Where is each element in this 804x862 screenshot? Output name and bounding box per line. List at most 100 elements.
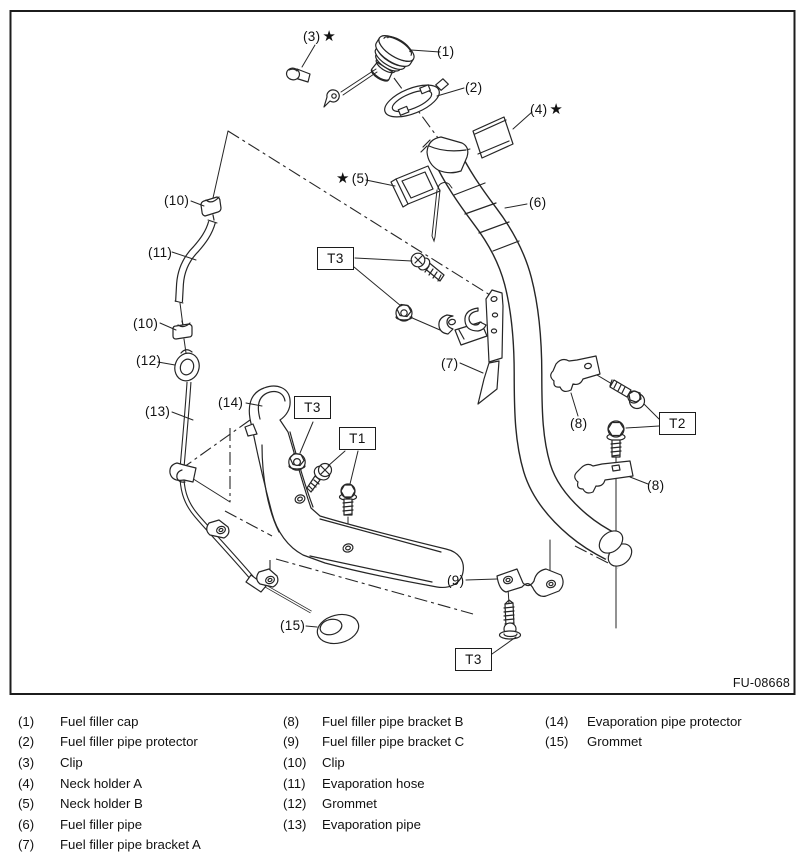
callout-8-lower-label: (8): [647, 478, 665, 493]
star-marker-5: ★: [336, 170, 350, 187]
legend-name-4: Neck holder A: [60, 775, 143, 791]
callout-2: (2): [465, 81, 482, 95]
screw-t3-bottom: [498, 599, 522, 640]
legend-num-9: (9): [283, 734, 300, 750]
fuel-filler-pipe-bracket-c: [496, 568, 564, 597]
legend-item-7: (7) Fuel filler pipe bracket A: [18, 835, 201, 856]
legend-column-2: (8)Fuel filler pipe bracket B (9) Fuel fi…: [283, 711, 464, 835]
callout-4-label: (4): [530, 102, 548, 117]
legend-name-9: Fuel filler pipe bracket C: [322, 734, 465, 750]
callout-3-label: (3): [303, 29, 321, 44]
legend-item-2: (2) Fuel filler pipe protector: [18, 732, 201, 753]
torque-tag-t2: T2: [659, 412, 696, 435]
callout-12-label: (12): [136, 353, 162, 368]
screw-t1-vertical: [338, 483, 358, 516]
legend-num-4: (4): [18, 775, 35, 791]
grommet-12: [174, 349, 200, 382]
legend-item-3: (3)Clip: [18, 752, 201, 773]
legend-name-5: Neck holder B: [60, 796, 143, 812]
exploded-view-illustration: [9, 10, 796, 695]
fuel-filler-cap: [370, 35, 415, 82]
legend-num-14: (14): [545, 713, 569, 729]
legend-num-13: (13): [283, 816, 307, 832]
legend-item-9: (9) Fuel filler pipe bracket C: [283, 732, 464, 753]
torque-tag-t3-middle: T3: [294, 396, 331, 419]
legend-name-15: Grommet: [587, 734, 642, 750]
callout-10-lower: (10): [133, 317, 158, 331]
callout-1-label: (1): [437, 44, 455, 59]
callout-6-label: (6): [529, 195, 547, 210]
legend-num-2: (2): [18, 734, 35, 750]
star-marker-4: ★: [549, 101, 564, 118]
callout-15-label: (15): [280, 618, 306, 633]
legend-num-12: (12): [283, 796, 307, 812]
legend-item-10: (10)Clip: [283, 752, 464, 773]
callout-5-label: (5): [351, 171, 370, 186]
retaining-pin: [431, 182, 453, 243]
figure-code: FU-08668: [732, 676, 790, 690]
legend-num-6: (6): [18, 816, 35, 832]
callout-7: (7): [441, 357, 458, 371]
bolt-t2-angled: [609, 379, 646, 410]
neck-holder-a: [472, 116, 514, 159]
legend-name-6: Fuel filler pipe: [60, 816, 143, 832]
flange-nut-t3-middle: [288, 452, 306, 471]
fuel-filler-pipe-bracket-a: [464, 289, 504, 405]
torque-tag-t3-upper: T3: [317, 247, 354, 270]
evaporation-pipe-protector: [244, 385, 464, 589]
torque-tag-t1: T1: [339, 427, 376, 450]
legend-item-6: (6) Fuel filler pipe: [18, 814, 201, 835]
pipe-mount-ear-upper: [206, 519, 230, 539]
clip-10-upper: [200, 196, 222, 221]
callout-8-lower: (8): [647, 479, 664, 493]
screw-t1-angled: [306, 462, 333, 493]
legend-item-12: (12) Grommet: [283, 793, 464, 814]
callout-7-label: (7): [441, 356, 459, 371]
callout-13: (13): [145, 405, 170, 419]
hook-clip-middle: [438, 314, 488, 346]
callout-2-label: (2): [465, 80, 483, 95]
callout-10-lower-label: (10): [133, 316, 159, 331]
legend-name-7: Fuel filler pipe bracket A: [60, 837, 201, 853]
pipe-hook-clamp: [169, 462, 197, 483]
legend-num-8: (8): [283, 713, 300, 729]
legend-name-12: Grommet: [322, 796, 377, 812]
legend-column-3: (14)Evaporation pipe protector (15)Gromm…: [545, 711, 742, 752]
callout-5: ★(5): [336, 170, 370, 187]
legend-name-1: Fuel filler cap: [60, 713, 139, 729]
legend-name-2: Fuel filler pipe protector: [60, 734, 198, 750]
callout-14: (14): [218, 396, 243, 410]
evaporation-pipe: [179, 381, 312, 614]
legend-name-13: Evaporation pipe: [322, 816, 421, 832]
legend-name-3: Clip: [60, 754, 83, 770]
clip-3: [285, 67, 311, 83]
cap-tether: [323, 68, 378, 108]
callout-3: (3)★: [303, 29, 336, 44]
callout-1: (1): [437, 45, 454, 59]
callout-10-upper-label: (10): [164, 193, 190, 208]
callout-9-label: (9): [447, 573, 465, 588]
diagram-border: [9, 10, 796, 695]
legend-name-11: Evaporation hose: [322, 775, 425, 791]
callout-6: (6): [529, 196, 546, 210]
torque-tag-t3-bottom: T3: [455, 648, 492, 671]
legend-item-1: (1) Fuel filler cap: [18, 711, 201, 732]
legend-item-8: (8)Fuel filler pipe bracket B: [283, 711, 464, 732]
legend-num-5: (5): [18, 796, 35, 812]
callout-10-upper: (10): [164, 194, 189, 208]
legend-num-7: (7): [18, 837, 35, 853]
pipe-mount-ear-lower: [256, 568, 279, 588]
legend-num-1: (1): [18, 713, 35, 729]
fuel-filler-pipe-protector: [384, 78, 449, 118]
fuel-filler-pipe: [420, 136, 633, 567]
legend-item-14: (14)Evaporation pipe protector: [545, 711, 742, 732]
callout-12: (12): [136, 354, 161, 368]
legend-item-4: (4) Neck holder A: [18, 773, 201, 794]
callout-4: (4)★: [530, 101, 564, 118]
callout-14-label: (14): [218, 395, 244, 410]
legend-num-10: (10): [283, 754, 307, 770]
fuel-filler-pipe-bracket-b-lower: [574, 460, 634, 494]
callout-13-label: (13): [145, 404, 171, 419]
leader-lines: [157, 44, 660, 655]
